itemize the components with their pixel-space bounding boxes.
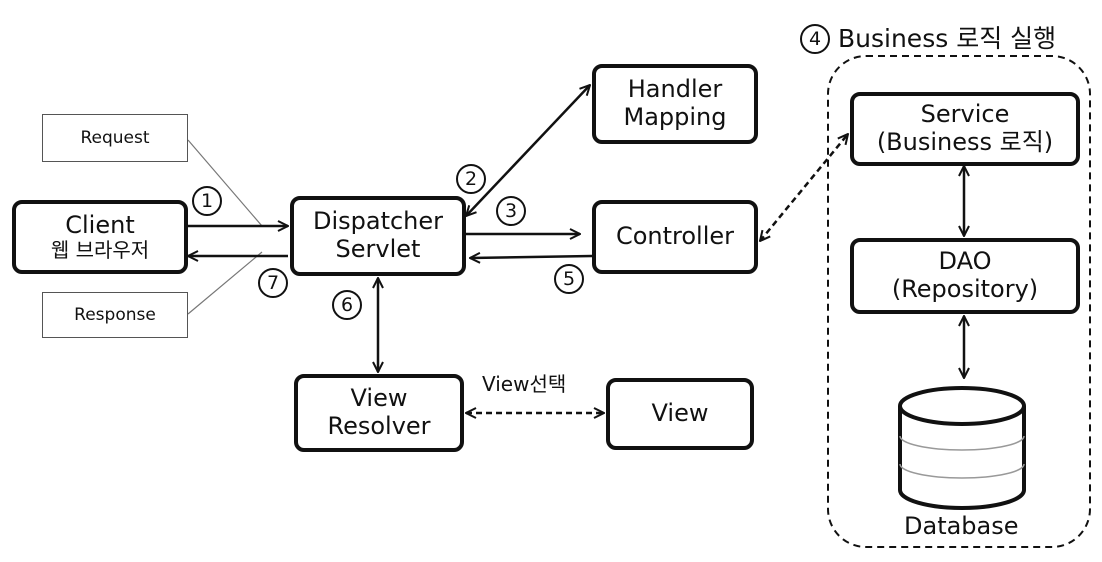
- view-label: View: [651, 399, 709, 428]
- service-line2: (Business 로직): [876, 128, 1054, 156]
- arrow-controller-service: [760, 134, 848, 241]
- step-4-number: 4: [808, 27, 822, 50]
- request-callout-line: [187, 139, 263, 227]
- view-resolver-box: View Resolver: [294, 374, 464, 452]
- database-icon: [898, 386, 1026, 510]
- service-line1: Service: [920, 100, 1010, 129]
- step-1-number: 1: [200, 189, 214, 212]
- dao-box: DAO (Repository): [850, 238, 1080, 314]
- service-box: Service (Business 로직): [850, 92, 1080, 166]
- dispatcher-servlet-box: Dispatcher Servlet: [290, 196, 466, 276]
- step-4-badge: 4: [800, 24, 830, 54]
- dispatcher-line2: Servlet: [335, 235, 421, 263]
- controller-box: Controller: [592, 200, 758, 274]
- controller-label: Controller: [615, 222, 735, 251]
- view-resolver-line2: Resolver: [327, 412, 431, 440]
- handler-mapping-line2: Mapping: [623, 103, 727, 131]
- handler-mapping-box: Handler Mapping: [592, 64, 758, 144]
- step-6-number: 6: [340, 293, 354, 316]
- step-7-number: 7: [266, 271, 280, 294]
- arrow-controller-to-dispatcher: [470, 256, 593, 258]
- client-box: Client 웹 브라우저: [12, 200, 188, 274]
- client-title: Client: [65, 210, 135, 239]
- request-note: Request: [42, 114, 188, 162]
- step-7-badge: 7: [258, 268, 288, 298]
- view-select-label: View선택: [482, 372, 567, 396]
- step-3-number: 3: [504, 199, 518, 222]
- step-2-badge: 2: [456, 164, 486, 194]
- handler-mapping-line1: Handler: [627, 75, 723, 104]
- step-2-number: 2: [464, 167, 478, 190]
- response-callout-line: [187, 251, 263, 315]
- step-3-badge: 3: [496, 196, 526, 226]
- business-group-title: Business 로직 실행: [838, 24, 1057, 53]
- view-resolver-line1: View: [350, 384, 408, 413]
- step-6-badge: 6: [332, 290, 362, 320]
- view-box: View: [606, 378, 754, 450]
- step-1-badge: 1: [192, 186, 222, 216]
- client-subtitle: 웹 브라우저: [50, 238, 150, 263]
- request-note-label: Request: [80, 128, 150, 148]
- step-5-badge: 5: [554, 264, 584, 294]
- database-label: Database: [904, 512, 1019, 540]
- arrow-dispatcher-handler-mapping: [466, 85, 590, 216]
- response-note-label: Response: [74, 305, 156, 325]
- dao-line2: (Repository): [891, 275, 1039, 303]
- dao-line1: DAO: [938, 247, 992, 276]
- response-note: Response: [42, 292, 188, 338]
- step-5-number: 5: [562, 267, 576, 290]
- dispatcher-line1: Dispatcher: [312, 207, 444, 236]
